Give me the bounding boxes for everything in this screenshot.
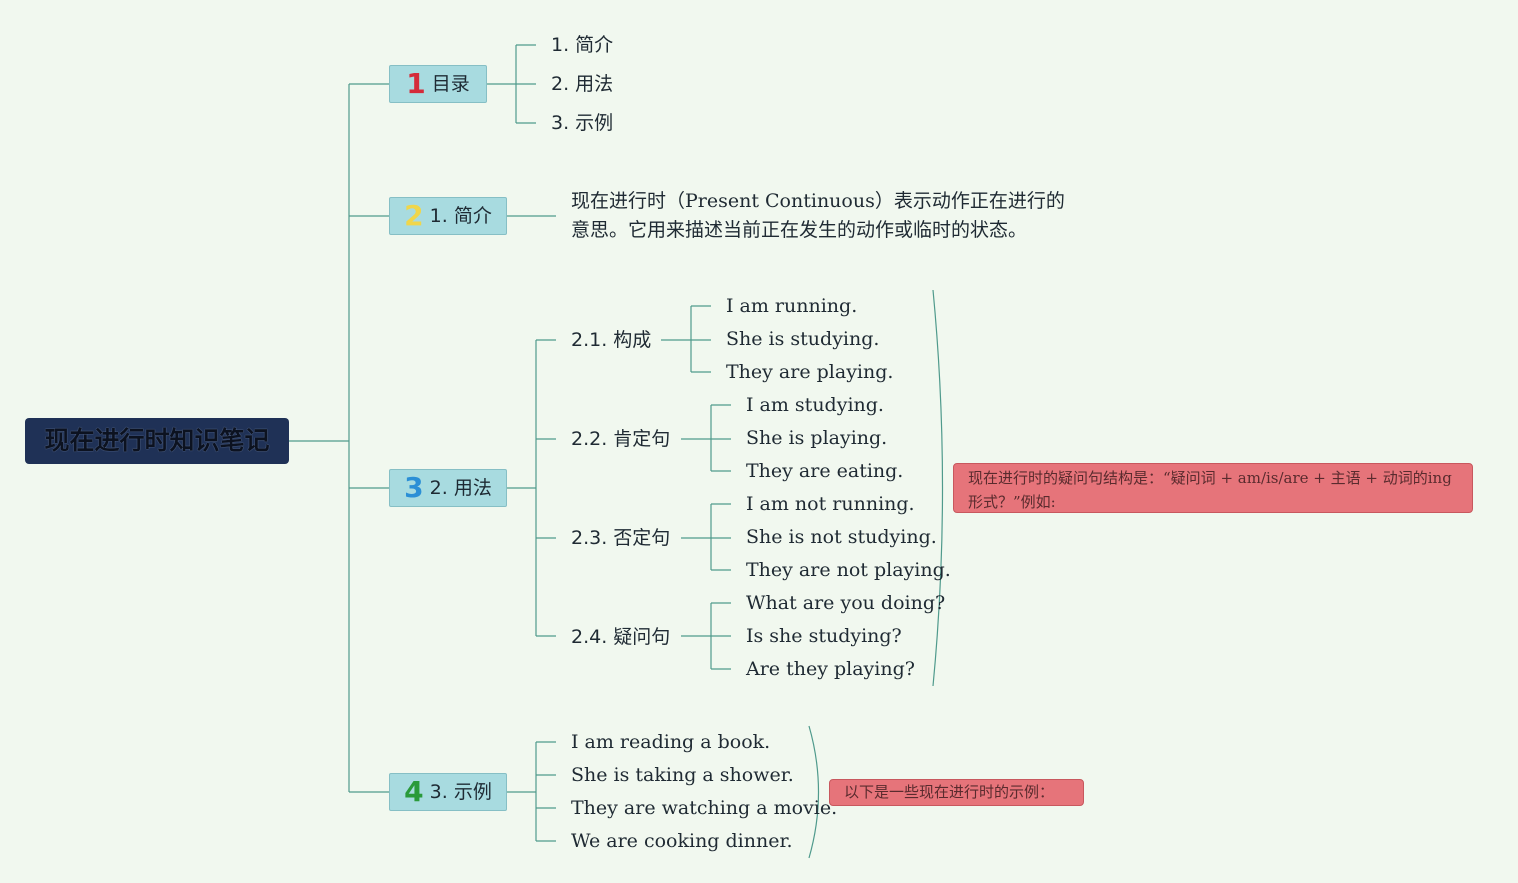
example-sentence[interactable]: They are playing. <box>726 361 894 383</box>
branch-label: 2. 用法 <box>429 477 492 499</box>
usage-group-interrogative[interactable]: 2.4. 疑问句 <box>571 626 671 648</box>
usage-group-structure[interactable]: 2.1. 构成 <box>571 329 652 351</box>
example-sentence[interactable]: She is not studying. <box>746 526 937 548</box>
introduction-text[interactable]: 现在进行时（Present Continuous）表示动作正在进行的意思。它用来… <box>571 190 1065 241</box>
example-sentence[interactable]: I am running. <box>726 295 858 317</box>
branch-usage[interactable]: 3 2. 用法 <box>389 469 507 507</box>
example-sentence[interactable]: I am not running. <box>746 493 915 515</box>
example-sentence[interactable]: Is she studying? <box>746 625 902 647</box>
branch-number: 3 <box>404 471 424 504</box>
example-sentence[interactable]: What are you doing? <box>746 592 946 614</box>
example-sentence[interactable]: We are cooking dinner. <box>571 830 793 852</box>
example-sentence[interactable]: I am studying. <box>746 394 884 416</box>
example-sentence[interactable]: They are not playing. <box>746 559 951 581</box>
branch-introduction[interactable]: 2 1. 简介 <box>389 197 507 235</box>
summary-note-text: 现在进行时的疑问句结构是：“疑问词 + am/is/are + 主语 + 动词的… <box>968 469 1452 511</box>
root-title: 现在进行时知识笔记 <box>44 426 270 455</box>
example-sentence[interactable]: They are eating. <box>746 460 904 482</box>
branch-number: 1 <box>406 67 426 100</box>
summary-note-examples[interactable]: 以下是一些现在进行时的示例： <box>829 779 1084 806</box>
summary-note-text: 以下是一些现在进行时的示例： <box>844 783 1055 801</box>
toc-item[interactable]: 2. 用法 <box>551 73 614 95</box>
usage-group-affirmative[interactable]: 2.2. 肯定句 <box>571 428 671 450</box>
example-sentence[interactable]: She is taking a shower. <box>571 764 794 786</box>
usage-group-negative[interactable]: 2.3. 否定句 <box>571 527 671 549</box>
branch-label: 3. 示例 <box>429 781 492 803</box>
summary-note-usage[interactable]: 现在进行时的疑问句结构是：“疑问词 + am/is/are + 主语 + 动词的… <box>953 463 1473 513</box>
branch-label: 目录 <box>431 73 470 95</box>
branch-number: 2 <box>404 199 424 232</box>
branch-examples[interactable]: 4 3. 示例 <box>389 773 507 811</box>
branch-label: 1. 简介 <box>429 205 492 227</box>
toc-item[interactable]: 3. 示例 <box>551 112 614 134</box>
example-sentence[interactable]: She is studying. <box>726 328 880 350</box>
example-sentence[interactable]: I am reading a book. <box>571 731 771 753</box>
example-sentence[interactable]: They are watching a movie. <box>571 797 838 819</box>
root-topic[interactable]: 现在进行时知识笔记 <box>25 418 289 464</box>
branch-table-of-contents[interactable]: 1 目录 <box>389 65 487 103</box>
toc-item[interactable]: 1. 简介 <box>551 34 614 56</box>
example-sentence[interactable]: Are they playing? <box>746 658 915 680</box>
example-sentence[interactable]: She is playing. <box>746 427 888 449</box>
branch-number: 4 <box>404 775 424 808</box>
